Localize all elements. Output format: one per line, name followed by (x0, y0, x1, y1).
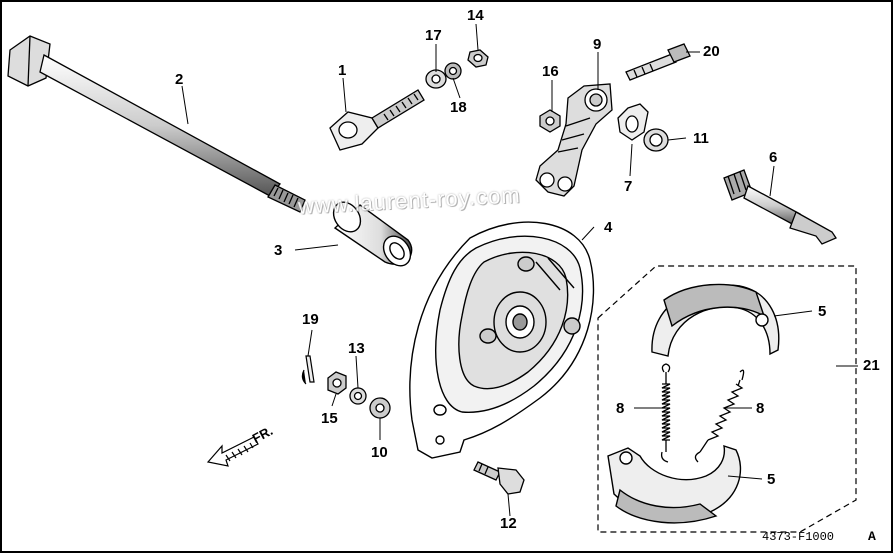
diagram-code: 4373-F1000 (762, 530, 835, 544)
diagram-suffix: A (868, 529, 876, 544)
part-label-20: 20 (703, 43, 720, 60)
part-label-17: 17 (425, 27, 442, 44)
brake-arm-part (535, 83, 613, 197)
bolt-12 (473, 461, 525, 495)
washer-10 (369, 397, 391, 419)
brake-panel-part (409, 221, 595, 459)
adjuster-part (329, 89, 425, 151)
leader-lines (181, 23, 858, 517)
part-label-19: 19 (302, 311, 319, 328)
part-label-9: 9 (593, 36, 602, 53)
part-label-3: 3 (274, 242, 283, 259)
part-label-11: 11 (693, 130, 709, 147)
part-label-15: 15 (321, 410, 338, 427)
part-label-5-upper: 5 (818, 303, 827, 320)
part-label-8-right: 8 (756, 400, 765, 417)
washer-13 (349, 387, 367, 405)
part-label-10: 10 (371, 444, 388, 461)
pin-19 (301, 355, 315, 385)
part-label-12: 12 (500, 515, 517, 532)
spacer-part (332, 201, 413, 267)
part-label-18: 18 (450, 99, 467, 116)
shoe-kit-boundary (597, 265, 857, 533)
clip-and-washer (617, 103, 669, 152)
part-label-2: 2 (175, 71, 184, 88)
nut-16 (539, 109, 561, 133)
brake-shoe-upper (651, 283, 780, 357)
part-label-1: 1 (338, 62, 347, 79)
part-label-6: 6 (769, 149, 778, 166)
bolt-20 (625, 43, 691, 81)
part-label-4: 4 (604, 219, 613, 236)
part-label-14: 14 (467, 7, 484, 24)
axle-part (7, 35, 306, 213)
adjuster-nuts (425, 49, 489, 89)
part-label-8-left: 8 (616, 400, 625, 417)
part-label-7: 7 (624, 178, 633, 195)
front-arrow-icon (206, 436, 259, 467)
part-label-16: 16 (542, 63, 559, 80)
brake-cam-part (723, 169, 837, 245)
brake-shoe-lower (607, 444, 742, 524)
part-label-5-lower: 5 (767, 471, 776, 488)
part-label-13: 13 (348, 340, 365, 357)
nut-15 (327, 371, 347, 395)
return-springs (660, 363, 745, 463)
part-label-21: 21 (863, 357, 880, 374)
